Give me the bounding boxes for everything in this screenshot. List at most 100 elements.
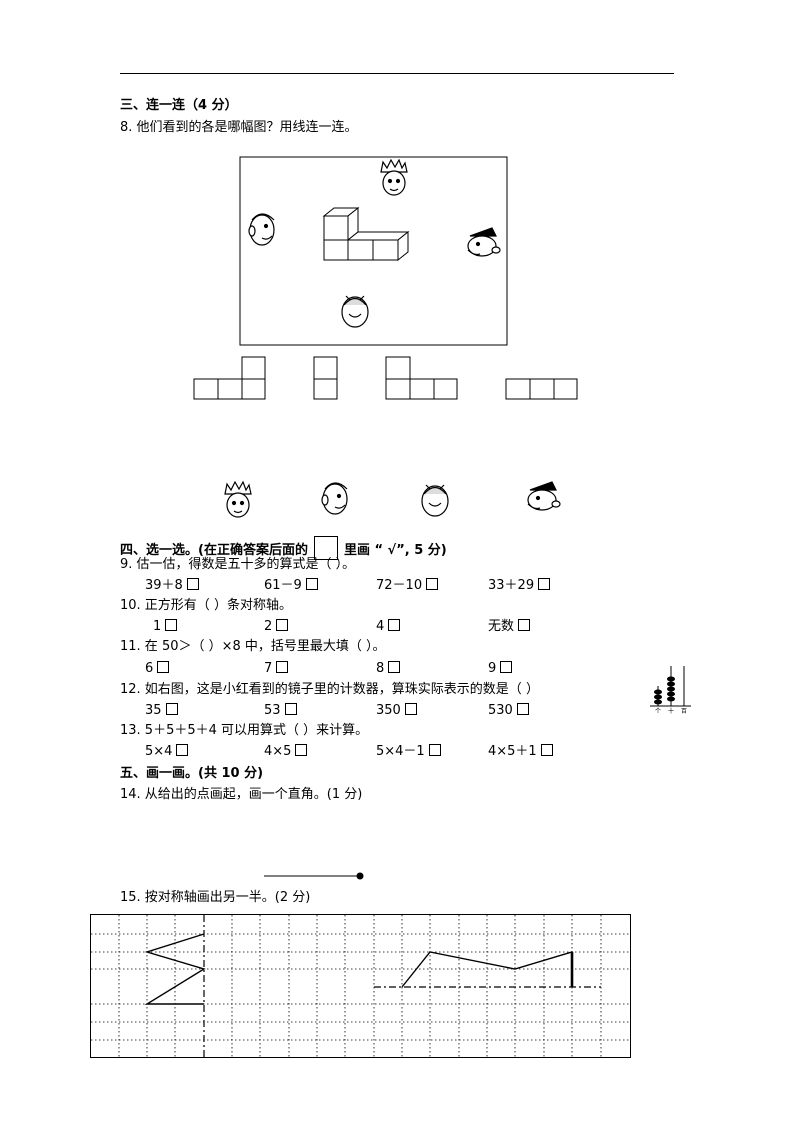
face-choice-2-icon [321,482,348,515]
q9-option-1-label: 39＋8 [145,578,183,593]
q12-option-3-checkbox[interactable] [404,703,417,715]
q13-option-2-checkbox[interactable] [295,744,308,756]
q10-option-1-label: 1 [153,619,162,634]
section-4-title-pre: 四、选一选。(在正确答案后面的 [120,543,308,558]
q9-option-3: 72－10 [376,578,439,594]
q13-option-4-label: 4×5＋1 [488,744,537,759]
section-3-title: 三、连一连（4 分） [120,98,238,113]
q12-option-1-checkbox[interactable] [165,703,178,715]
q13-option-2: 4×5 [264,744,308,760]
view-option-4 [505,378,578,400]
q13-option-4: 4×5＋1 [488,744,553,760]
face-top-icon [380,158,408,196]
q11-option-4-label: 9 [488,661,497,676]
q9-option-3-label: 72－10 [376,578,423,593]
start-point [356,872,364,880]
question-11-text: 11. 在 50＞（ ）×8 中，括号里最大填（ ）。 [120,639,386,654]
picture-frame [239,156,508,346]
answer-box-sample [313,536,338,560]
q11-option-2-label: 7 [264,661,273,676]
question-10-text: 10. 正方形有（ ）条对称轴。 [120,598,292,613]
face-choice-3-icon [421,484,449,517]
q11-option-3-label: 8 [376,661,385,676]
q13-option-1: 5×4 [145,744,189,760]
q13-option-2-label: 4×5 [264,744,292,759]
view-option-3 [385,356,458,400]
q10-option-1: 1 [153,619,178,635]
q11-option-2-checkbox[interactable] [276,661,289,673]
question-14-text: 14. 从给出的点画起，画一个直角。(1 分) [120,787,363,802]
q9-option-4: 33＋29 [488,578,551,594]
symmetry-grid [90,914,631,1058]
q10-option-2-label: 2 [264,619,273,634]
question-9-text: 9. 估一估，得数是五十多的算式是（ ）。 [120,557,356,572]
right-half-figure [401,951,573,988]
section-5-title: 五、画一画。(共 10 分) [120,766,264,781]
q11-option-3-checkbox[interactable] [388,661,401,673]
right-angle-start-ray [264,872,364,880]
view-option-1 [193,356,266,400]
q12-option-2: 53 [264,703,297,719]
q13-option-4-checkbox[interactable] [540,744,553,756]
q12-option-1-label: 35 [145,703,162,718]
q9-option-1: 39＋8 [145,578,199,594]
abacus-beads [654,676,675,705]
q12-option-2-checkbox[interactable] [284,703,297,715]
q11-option-4-checkbox[interactable] [500,661,513,673]
q10-option-3: 4 [376,619,401,635]
q11-option-4: 9 [488,661,513,677]
q10-option-1-checkbox[interactable] [165,619,178,631]
mirrored-abacus: 个 十 百 [650,666,691,715]
q12-option-1: 35 [145,703,178,719]
abacus-label-ones: 个 [655,708,661,715]
q10-option-3-checkbox[interactable] [388,619,401,631]
q10-option-2: 2 [264,619,289,635]
q10-option-2-checkbox[interactable] [276,619,289,631]
q9-option-1-checkbox[interactable] [186,578,199,590]
face-choice-1-icon [224,480,252,518]
face-choice-4-icon [527,481,561,511]
q9-option-3-checkbox[interactable] [426,578,439,590]
face-right-icon [467,227,501,257]
q12-option-4-checkbox[interactable] [516,703,529,715]
header-rule [120,73,674,74]
view-option-2 [313,356,338,400]
grid-lines [91,915,630,1057]
q9-option-2-label: 61－9 [264,578,302,593]
q9-option-4-checkbox[interactable] [538,578,551,590]
q9-option-4-label: 33＋29 [488,578,535,593]
q13-option-1-label: 5×4 [145,744,173,759]
question-15-text: 15. 按对称轴画出另一半。(2 分) [120,890,311,905]
face-bottom-icon [341,295,369,328]
q10-option-4: 无数 [488,619,531,635]
left-half-figure [144,933,206,1005]
q12-option-3: 350 [376,703,417,719]
q12-option-2-label: 53 [264,703,281,718]
q11-option-1-checkbox[interactable] [157,661,170,673]
abacus-label-hundreds: 百 [681,708,687,715]
q12-option-4-label: 530 [488,703,513,718]
q9-option-2: 61－9 [264,578,318,594]
abacus-label-tens: 十 [668,707,674,715]
q13-option-1-checkbox[interactable] [176,744,189,756]
q12-option-4: 530 [488,703,529,719]
face-left-icon [248,213,275,246]
cube-structure [322,206,410,262]
q13-option-3-checkbox[interactable] [428,744,441,756]
q9-option-2-checkbox[interactable] [305,578,318,590]
q11-option-2: 7 [264,661,289,677]
q11-option-1: 6 [145,661,170,677]
q13-option-3-label: 5×4－1 [376,744,425,759]
section-4-title-post: 里画 “ √”, 5 分) [343,543,447,558]
q11-option-1-label: 6 [145,661,154,676]
q12-option-3-label: 350 [376,703,401,718]
section-4-title: 四、选一选。(在正确答案后面的 里画 “ √”, 5 分) [120,536,447,560]
q10-option-3-label: 4 [376,619,385,634]
question-8-text: 8. 他们看到的各是哪幅图？用线连一连。 [120,120,358,135]
question-12-text: 12. 如右图，这是小红看到的镜子里的计数器，算珠实际表示的数是（ ） [120,682,539,697]
question-13-text: 13. 5＋5＋5＋4 可以用算式（ ）来计算。 [120,723,369,738]
q10-option-4-checkbox[interactable] [518,619,531,631]
q13-option-3: 5×4－1 [376,744,441,760]
q10-option-4-label: 无数 [488,619,515,634]
